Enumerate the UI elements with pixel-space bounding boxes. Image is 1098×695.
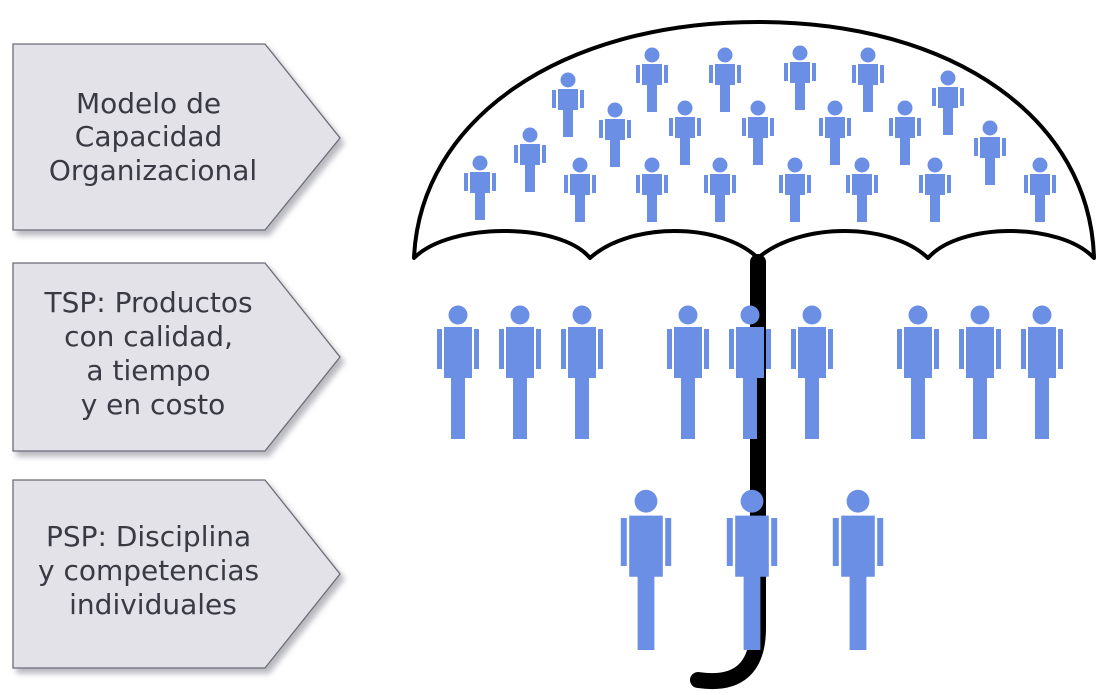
person-icon — [561, 305, 603, 439]
person-icon — [667, 305, 709, 439]
person-icon — [832, 489, 884, 650]
person-icon — [620, 489, 672, 650]
arrow-text-2: TSP: Productos con calidad, a tiempo y e… — [43, 286, 261, 421]
person-icon — [499, 305, 541, 439]
person-icon — [791, 305, 833, 439]
arrow-shape-2 — [12, 262, 341, 452]
arrow-shape-3 — [12, 479, 341, 669]
person-icon — [1021, 305, 1063, 439]
arrow-label-1: Modelo de Capacidad Organizacional — [12, 43, 341, 231]
arrow-label-3: PSP: Disciplina y competencias individua… — [12, 479, 341, 669]
person-icon — [437, 305, 479, 439]
person-icon — [959, 305, 1001, 439]
arrow-label-2: TSP: Productos con calidad, a tiempo y e… — [12, 262, 341, 452]
arrow-text-3: PSP: Disciplina y competencias individua… — [38, 520, 268, 621]
person-icon — [897, 305, 939, 439]
arrow-text-1: Modelo de Capacidad Organizacional — [49, 87, 257, 187]
arrow-shape-1 — [12, 43, 341, 231]
